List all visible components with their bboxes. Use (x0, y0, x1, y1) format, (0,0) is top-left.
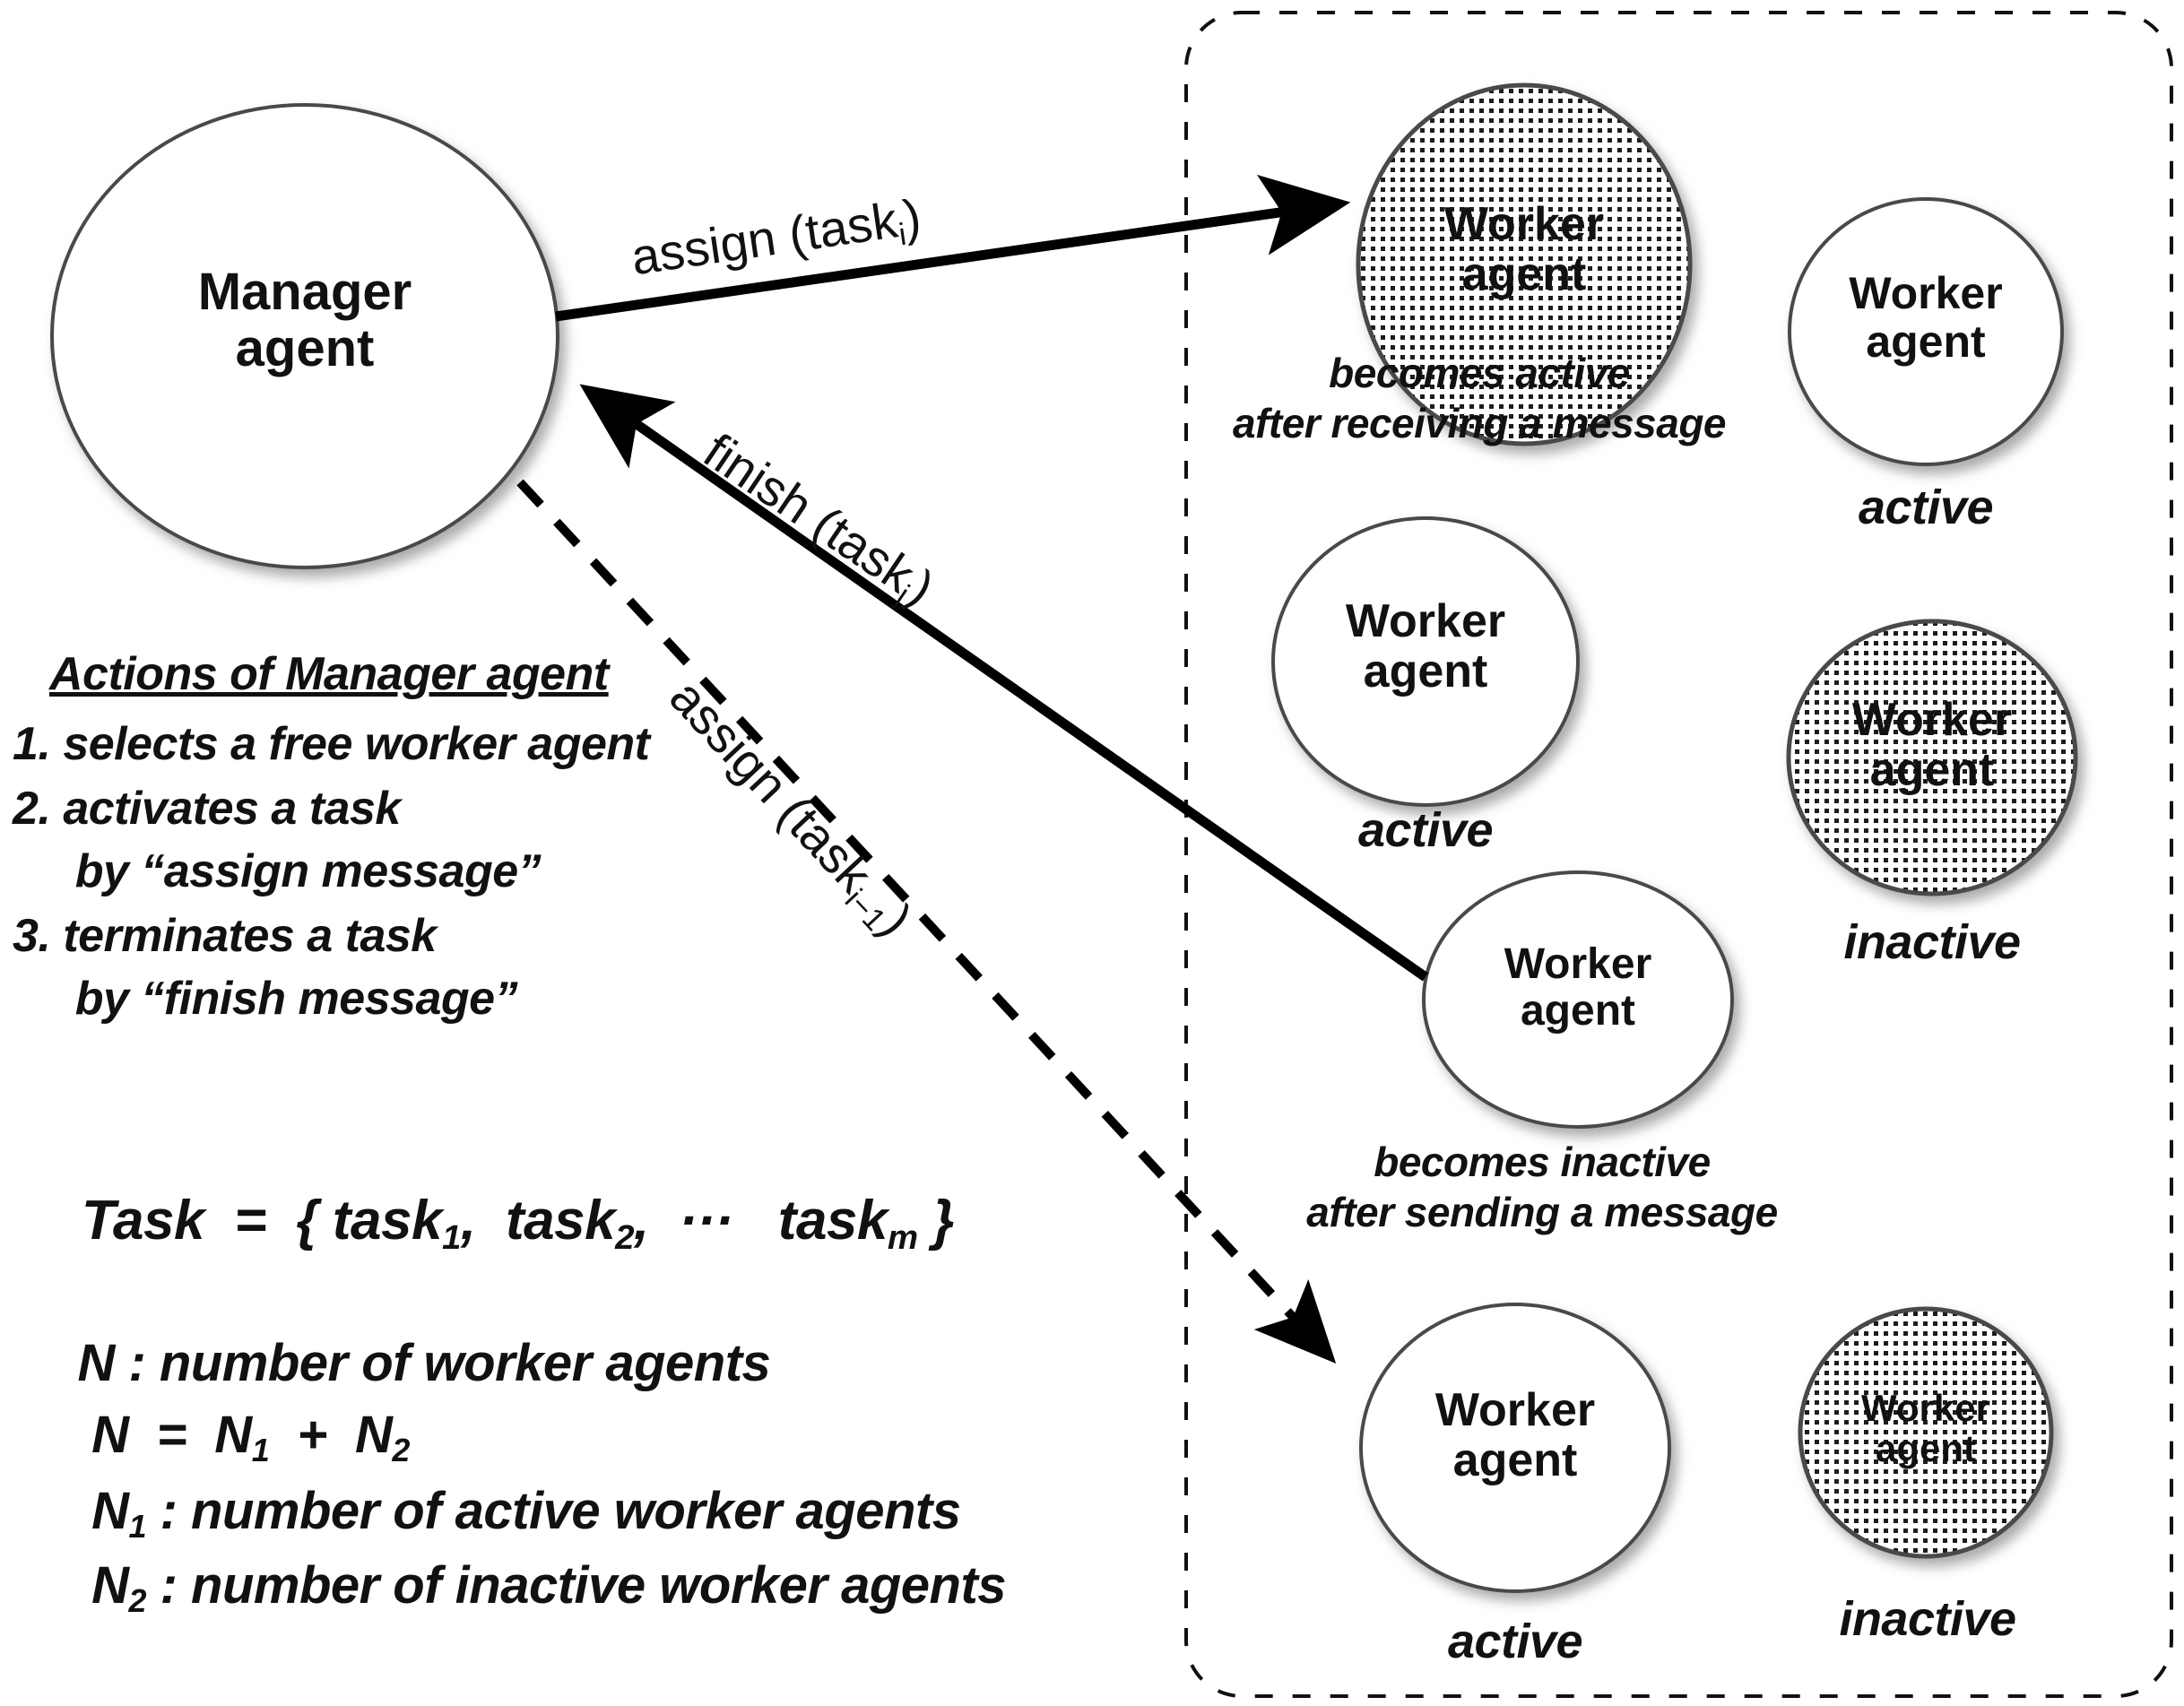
worker-agent-node-7[interactable] (1798, 1306, 2054, 1559)
worker-state-label-6: active (1447, 1615, 1583, 1668)
n2-sub: 2 (128, 1582, 146, 1620)
n-sum-lead: N = N (77, 1406, 252, 1464)
n-sum-line: N = N1 + N2 (22, 1345, 410, 1529)
task-set-lead: Task = { task (81, 1190, 443, 1251)
n-sum-mid: + N (269, 1406, 393, 1464)
worker-agent-node-4[interactable] (1786, 619, 2078, 896)
n-definition-line: N : number of worker agents (22, 1273, 770, 1453)
worker-agent-node-6[interactable] (1359, 1303, 1671, 1593)
actions-item-3-detail: by “finish message” (13, 973, 518, 1025)
worker-agent-node-3[interactable] (1271, 516, 1580, 807)
actions-item-3: 3. terminates a task (13, 910, 437, 962)
n2-lead: N (77, 1556, 129, 1615)
n2-text: : number of inactive worker agents (145, 1556, 1007, 1615)
task-set-dots: , ··· task (634, 1190, 888, 1251)
becomes-active-caption: becomes active after receiving a message (1232, 350, 1727, 447)
actions-title: Actions of Manager agent (49, 648, 609, 700)
manager-agent-node[interactable] (50, 103, 559, 569)
task-set-tail: } (917, 1190, 954, 1251)
actions-item-2: 2. activates a task (13, 783, 401, 835)
finish-task-j-arrow (579, 384, 1429, 982)
n1-definition-line: N1 : number of active worker agents (22, 1421, 961, 1606)
n2-definition-line: N2 : number of inactive worker agents (22, 1495, 1006, 1680)
task-set-sub1: 1 (441, 1217, 461, 1257)
assign-task-i-minus-1-arrow (516, 479, 1337, 1364)
assign-task-i-arrow (555, 174, 1351, 322)
n-sum-sub1: 1 (251, 1432, 270, 1469)
task-set-mid: , task (460, 1190, 616, 1251)
task-set-formula: Task = { task1, task2, ··· taskm } (22, 1125, 955, 1321)
worker-state-label-2: active (1858, 481, 1994, 534)
worker-state-label-3: active (1357, 803, 1494, 857)
worker-state-label-4: inactive (1843, 915, 2021, 969)
n1-sub: 1 (128, 1508, 146, 1546)
task-set-sub3: m (887, 1217, 918, 1257)
n-sum-sub2: 2 (392, 1432, 410, 1469)
actions-item-2-detail: by “assign message” (13, 845, 542, 897)
task-set-sub2: 2 (615, 1217, 635, 1257)
worker-agent-node-5[interactable] (1422, 870, 1734, 1129)
n1-text: : number of active worker agents (145, 1482, 961, 1540)
worker-agent-node-2[interactable] (1788, 197, 2064, 466)
worker-state-label-7: inactive (1839, 1592, 2016, 1646)
worker-agent-node-1[interactable] (1356, 82, 1693, 446)
n1-lead: N (77, 1482, 129, 1540)
becomes-inactive-caption: becomes inactive after sending a message (1306, 1139, 1778, 1236)
actions-item-1: 1. selects a free worker agent (13, 718, 650, 770)
n-definition-text: N : number of worker agents (77, 1334, 771, 1392)
